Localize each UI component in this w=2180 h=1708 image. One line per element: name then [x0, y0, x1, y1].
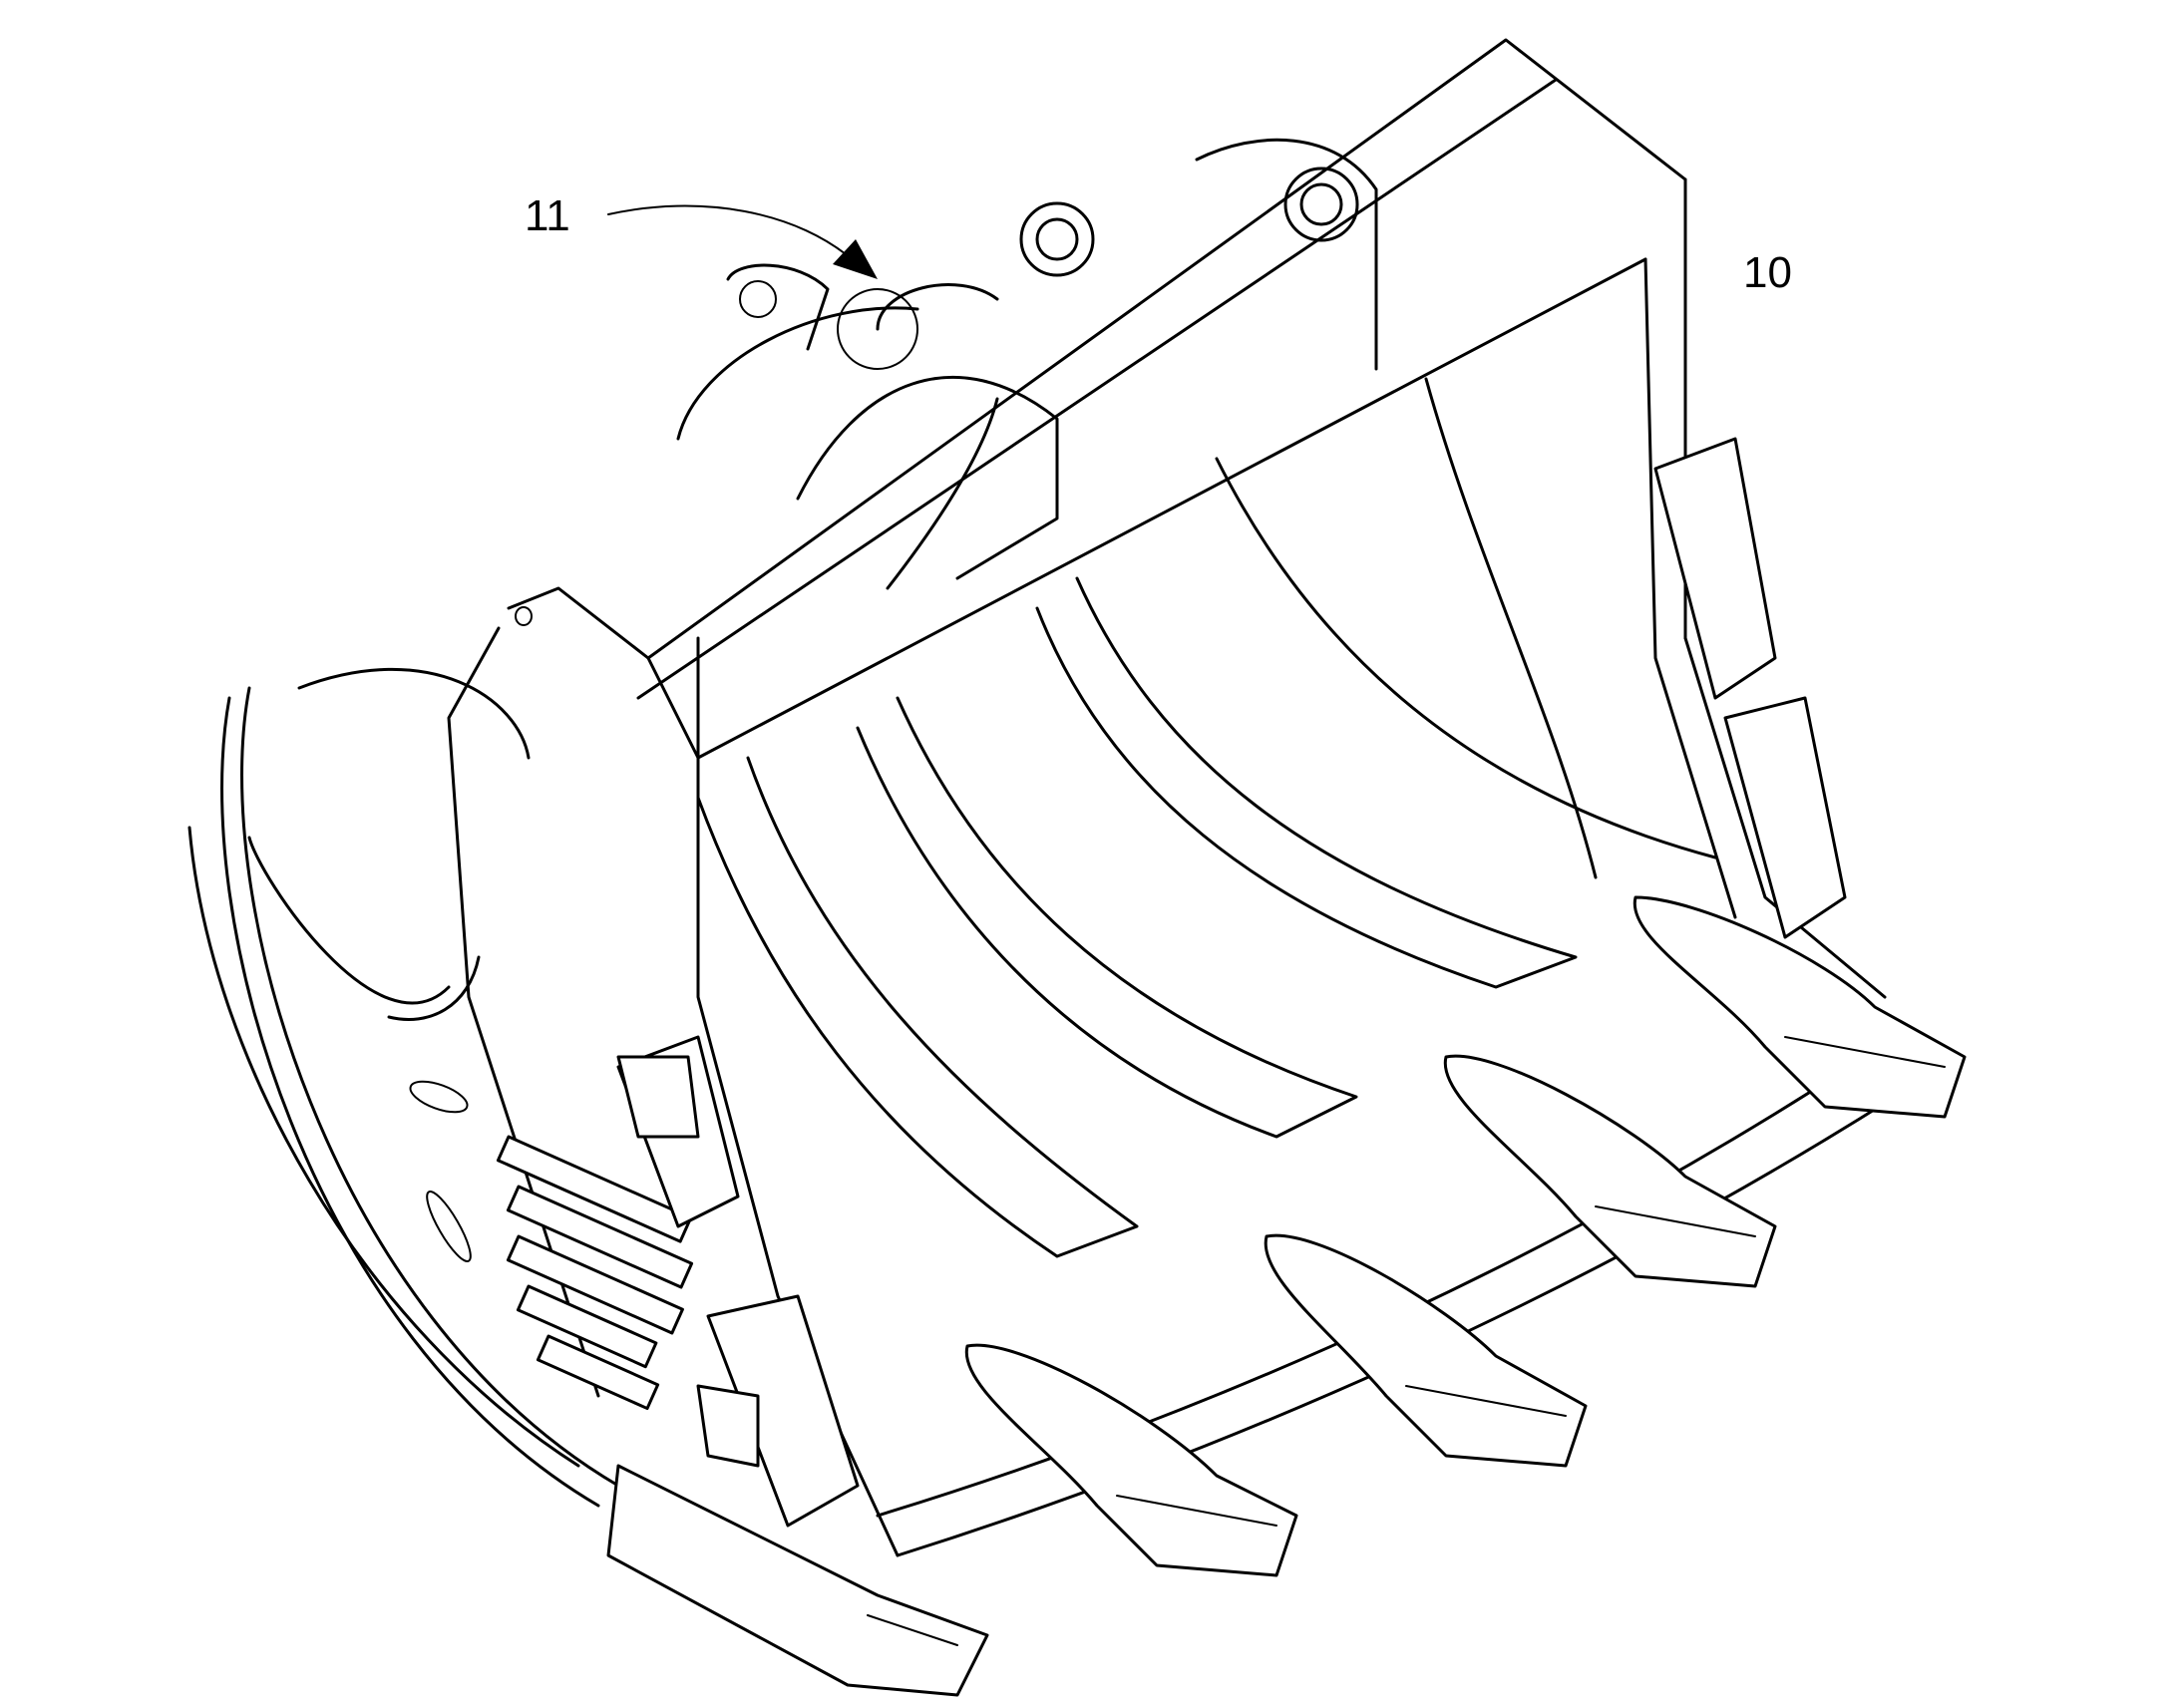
tooth-3 — [1264, 1233, 1588, 1468]
reference-numeral-10: 10 — [1743, 248, 1792, 297]
leader-arrow-11 — [607, 204, 878, 279]
bucket-shell — [187, 667, 620, 1508]
tooth-2 — [964, 1343, 1298, 1577]
reference-numeral-11: 11 — [525, 191, 570, 240]
floor-ribs — [696, 377, 1717, 1258]
coupler-lugs — [676, 138, 1378, 590]
side-wear-bars — [496, 1135, 694, 1411]
right-side-plate — [1643, 177, 1887, 999]
side-shrouds — [616, 437, 1847, 1528]
tooth-5 — [1633, 895, 1967, 1119]
tooth-4 — [1443, 1054, 1777, 1288]
tooth-1 — [606, 1464, 989, 1697]
top-rear-beam — [636, 38, 1687, 760]
